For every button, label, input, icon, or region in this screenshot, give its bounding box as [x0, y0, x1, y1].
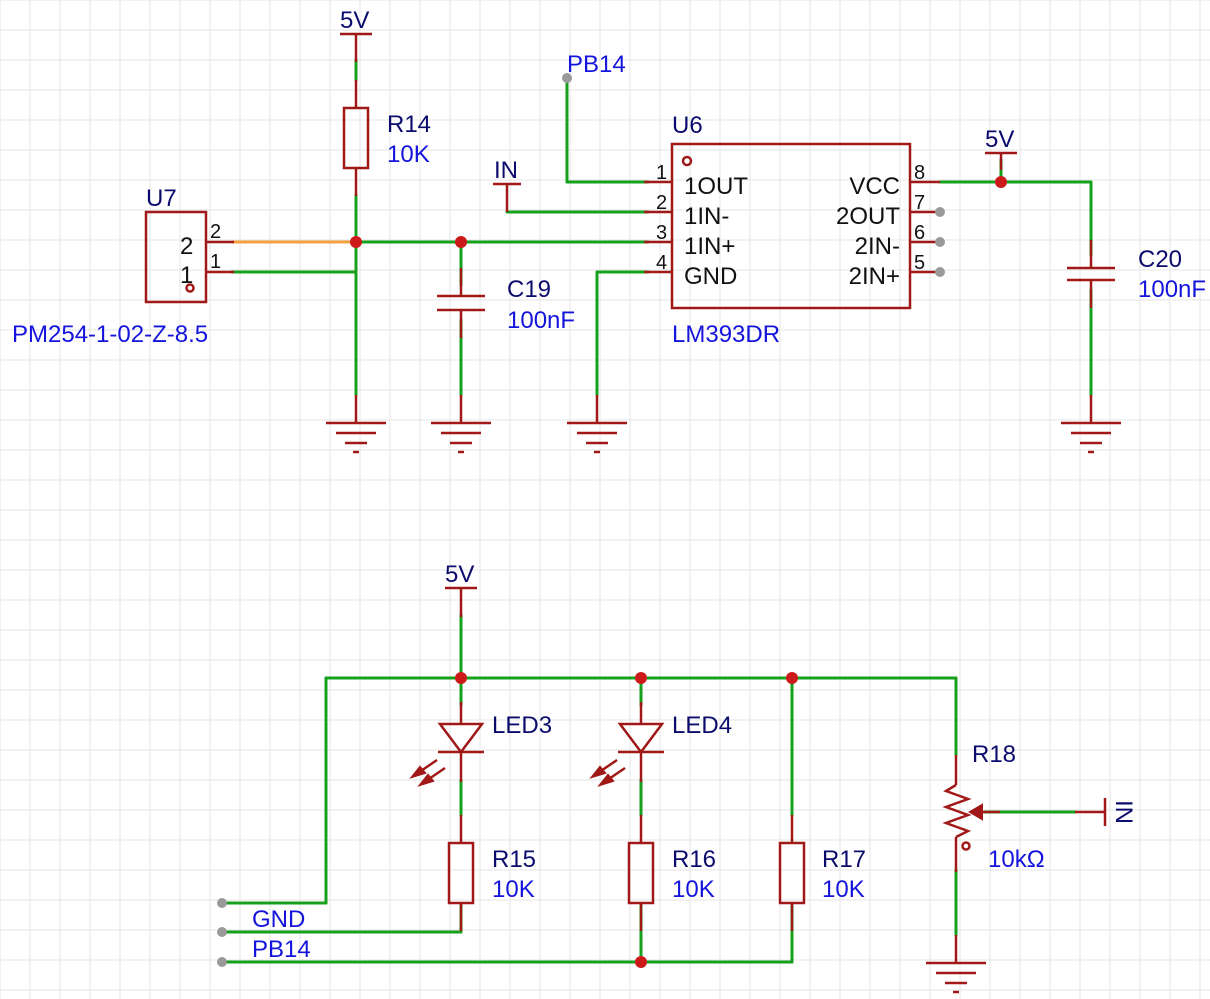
u6-pin5-number: 5: [914, 252, 925, 274]
u6-value: LM393DR: [672, 321, 780, 348]
led3-designator: LED3: [492, 712, 552, 739]
ground-symbols: [326, 395, 1121, 994]
r18-value: 10kΩ: [988, 846, 1045, 873]
ground-icon-u7: [326, 395, 386, 454]
port-gnd-label: GND: [252, 906, 305, 933]
u7-pin1-name: 1: [180, 262, 193, 289]
net-label-5v: 5V: [340, 7, 369, 34]
potentiometer-r18[interactable]: R18 10kΩ: [942, 741, 1045, 873]
led3-emission-arrows-icon: [409, 758, 446, 787]
u7-pin2-number: 2: [210, 221, 221, 243]
port-pb14[interactable]: PB14: [217, 927, 311, 963]
u7-pin1-number: 1: [210, 251, 221, 273]
led-led3[interactable]: LED3: [409, 702, 552, 787]
junction-dots: [350, 176, 1007, 968]
connector-u7[interactable]: U7 2 1 2 1 PM254-1-02-Z-8.5: [12, 185, 234, 348]
capacitor-c19[interactable]: C19 100nF: [437, 268, 575, 338]
led4-emission-arrows-icon: [589, 758, 626, 787]
ic-u6[interactable]: U6 LM393DR 1 2 3 4 1OUT 1IN- 1IN+ GND 8 …: [644, 112, 945, 348]
net-label-pb14: PB14: [567, 51, 626, 78]
power-flag-5v-vcc[interactable]: 5V: [985, 126, 1017, 170]
u6-pin8-number: 8: [914, 162, 925, 184]
u6-pin6-number: 6: [914, 222, 925, 244]
u6-pin8-name: VCC: [849, 173, 900, 200]
power-flag-5v-leds[interactable]: 5V: [445, 561, 477, 617]
led-led4[interactable]: LED4: [589, 702, 732, 787]
ground-icon-c20: [1061, 395, 1121, 454]
resistor-r14[interactable]: R14 10K: [342, 80, 431, 196]
net-flag-in[interactable]: IN: [493, 157, 521, 212]
ground-icon-r18: [926, 935, 986, 994]
u6-pin7-open[interactable]: [935, 207, 945, 217]
r17-value: 10K: [822, 876, 865, 903]
c19-value: 100nF: [507, 307, 575, 334]
u6-pin7-name: 2OUT: [836, 203, 900, 230]
u6-pin5-open[interactable]: [935, 267, 945, 277]
u6-pin6-name: 2IN-: [855, 233, 900, 260]
net-port-pb14[interactable]: PB14: [562, 51, 626, 83]
u6-pin4-number: 4: [656, 252, 667, 274]
r15-value: 10K: [492, 876, 535, 903]
capacitor-c20[interactable]: C20 100nF: [1067, 240, 1206, 308]
resistor-r15[interactable]: R15 10K: [447, 815, 536, 931]
power-flag-5v-r14[interactable]: 5V: [340, 7, 372, 62]
ground-icon-u6: [567, 395, 627, 454]
net-flag-in-r18[interactable]: IN: [1075, 798, 1137, 826]
u7-designator: U7: [146, 185, 177, 212]
port-pb14-label: PB14: [252, 936, 311, 963]
u6-pin1-number: 1: [656, 162, 667, 184]
u6-pin3-name: 1IN+: [684, 233, 735, 260]
r18-designator: R18: [972, 741, 1016, 768]
u6-pin7-number: 7: [914, 192, 925, 214]
u7-pin2-name: 2: [180, 233, 193, 260]
r14-designator: R14: [387, 111, 431, 138]
port-pb14-feedback[interactable]: [217, 957, 227, 967]
u6-pin3-number: 3: [656, 222, 667, 244]
resistor-r17[interactable]: R17 10K: [778, 815, 866, 931]
c20-designator: C20: [1138, 246, 1182, 273]
r14-value: 10K: [387, 141, 430, 168]
u6-pin2-name: 1IN-: [684, 203, 729, 230]
u6-pin4-name: GND: [684, 263, 737, 290]
c19-designator: C19: [507, 276, 551, 303]
net-label-in: IN: [494, 157, 518, 184]
wires-top: [230, 58, 1093, 397]
net-label-5v: 5V: [985, 126, 1014, 153]
u6-pin2-number: 2: [656, 192, 667, 214]
r16-value: 10K: [672, 876, 715, 903]
r16-designator: R16: [672, 846, 716, 873]
led4-designator: LED4: [672, 712, 732, 739]
wires-bottom: [220, 613, 1077, 964]
u7-value: PM254-1-02-Z-8.5: [12, 321, 208, 348]
net-label-5v: 5V: [445, 561, 474, 588]
resistor-r16[interactable]: R16 10K: [627, 815, 716, 931]
u6-pin6-open[interactable]: [935, 237, 945, 247]
u6-pin5-name: 2IN+: [849, 263, 900, 290]
ground-icon-c19: [431, 395, 491, 454]
u6-designator: U6: [672, 112, 703, 139]
u6-pin1-name: 1OUT: [684, 173, 748, 200]
net-label-in: IN: [1110, 800, 1137, 824]
port-gnd[interactable]: GND: [217, 898, 305, 933]
r15-designator: R15: [492, 846, 536, 873]
r17-designator: R17: [822, 846, 866, 873]
c20-value: 100nF: [1138, 276, 1206, 303]
